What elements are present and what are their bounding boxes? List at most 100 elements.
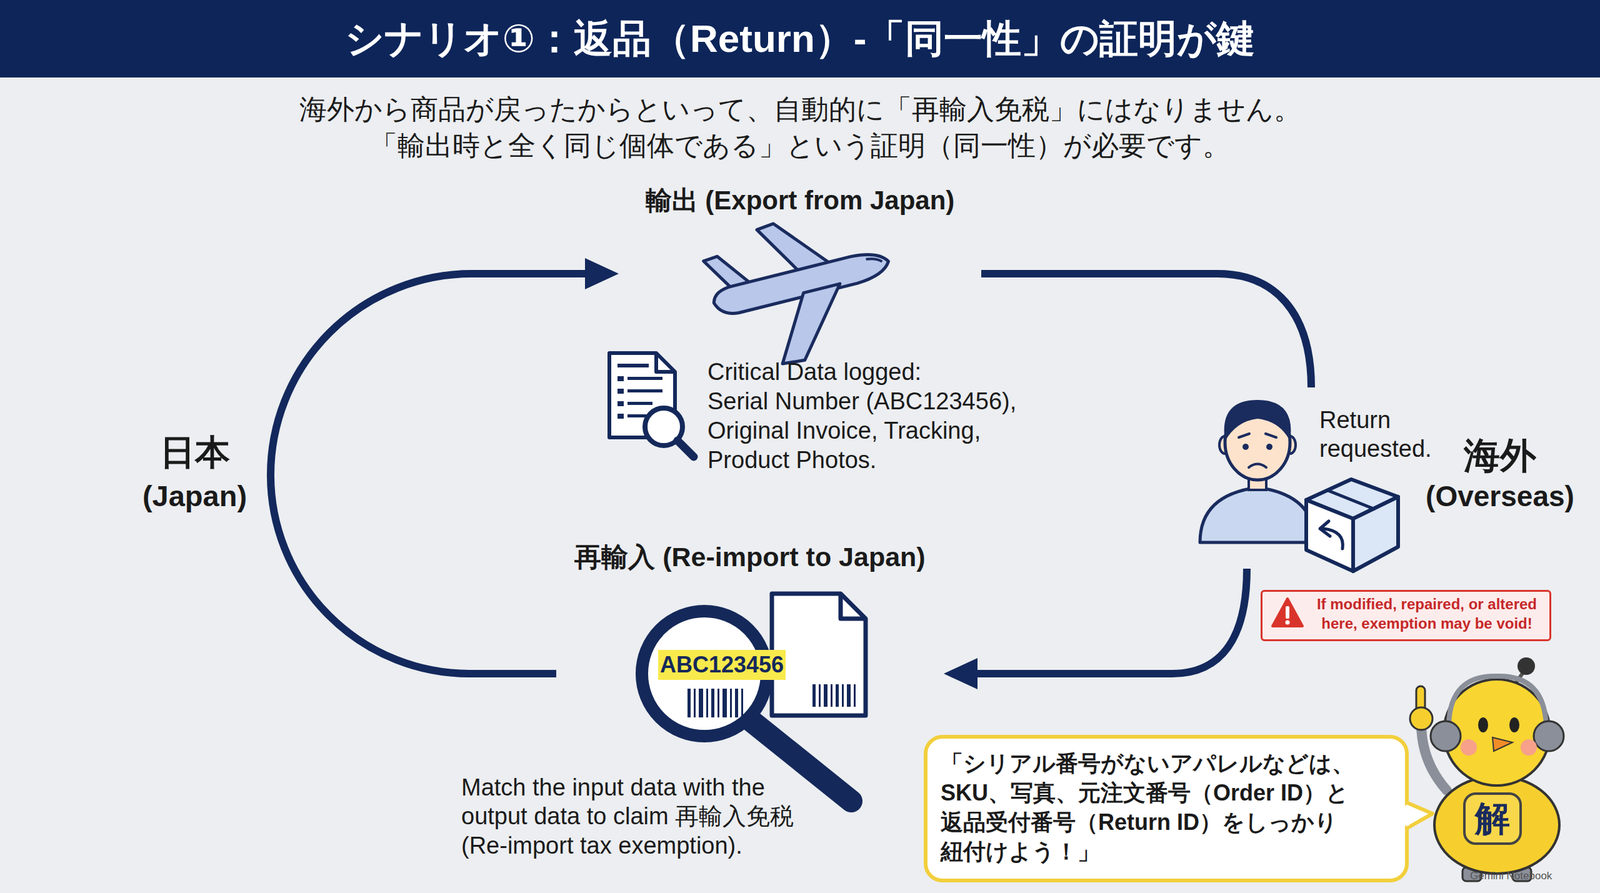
- data-note: Serial Number (ABC123456),: [707, 387, 1017, 417]
- reimport-document: [840, 593, 866, 619]
- mascot-badge: 解: [1464, 797, 1521, 840]
- reimport-document: [771, 593, 866, 716]
- arrow-head: [585, 258, 619, 290]
- magnifier: [735, 688, 739, 718]
- magnifier: [741, 688, 744, 718]
- magnifier: [698, 688, 704, 718]
- bubble-tail: [1406, 802, 1433, 829]
- robot-mascot: [1410, 657, 1564, 882]
- return-box-icon: [1306, 479, 1399, 572]
- return-box-icon: [1353, 496, 1399, 572]
- connector-line: [981, 273, 1312, 388]
- customer-figure: [1238, 433, 1250, 438]
- customer-figure: [1200, 487, 1315, 543]
- match-note: output data to claim 再輸入免税: [461, 802, 794, 832]
- warning-box: If modified, repaired, or alteredhere, e…: [1260, 590, 1552, 642]
- robot-mascot: [1520, 739, 1537, 756]
- document-search-icon: [617, 413, 624, 419]
- document-search-icon: [617, 376, 624, 382]
- document-search-icon: [617, 401, 624, 407]
- node-text: 海外: [1431, 433, 1569, 478]
- location-node: 日本 (Japan): [118, 431, 271, 519]
- arrow-head: [943, 658, 978, 690]
- magnifier: [722, 688, 727, 718]
- document-search-icon: [627, 389, 663, 393]
- reimport-document: [846, 684, 851, 707]
- node-text: here, exemption may be void!: [1308, 615, 1546, 634]
- data-note: Product Photos.: [707, 446, 877, 475]
- warning-icon: [1285, 606, 1290, 619]
- connector: [943, 568, 1247, 690]
- magnifier: [730, 688, 732, 718]
- connector: [270, 475, 557, 674]
- node-text: Return requested.: [1319, 406, 1445, 464]
- document-search-icon: [677, 440, 694, 457]
- robot-mascot: [1517, 657, 1535, 675]
- watermark: Gemini Notebook: [1470, 870, 1552, 883]
- connector-line: [963, 568, 1247, 674]
- subtitle-text: 「輸出時と全く同じ個体である」という証明（同一性）が必要です。: [0, 129, 1600, 163]
- subtitle-text: 海外から商品が戻ったからといって、自動的に「再輸入免税」にはなりません。: [0, 93, 1600, 127]
- reimport-document: [830, 684, 833, 707]
- customer-figure: [1242, 443, 1249, 450]
- airplane-icon: [766, 283, 856, 366]
- node-text: 「シリアル番号がないアパレルなどは、: [940, 750, 1355, 777]
- data-note: Critical Data logged:: [707, 358, 922, 387]
- robot-mascot: [1492, 737, 1513, 752]
- node-text: 日本: [118, 431, 271, 474]
- reimport-document: [771, 593, 866, 716]
- airplane-icon: [866, 255, 883, 266]
- node-text: (Overseas): [1412, 479, 1588, 514]
- document-search-icon: [609, 353, 694, 457]
- customer-figure: [1224, 400, 1292, 442]
- robot-mascot: [1434, 776, 1560, 874]
- magnifier: [706, 688, 709, 718]
- warning-icon: [1272, 598, 1303, 627]
- customer-figure: [1200, 400, 1315, 543]
- reimport-document: [823, 684, 828, 707]
- robot-mascot: [1509, 717, 1520, 733]
- serial-highlight: ABC123456: [658, 650, 786, 680]
- customer-figure: [1265, 433, 1277, 438]
- reimport-document: [818, 684, 821, 707]
- robot-mascot: [1464, 793, 1521, 844]
- document-search-icon: [627, 376, 663, 380]
- document-search-icon: [617, 363, 649, 368]
- title-text: シナリオ①：返品（Return）-「同一性」の証明が鍵: [0, 0, 1600, 78]
- magnifier: [687, 688, 691, 718]
- bubble-tail: [1406, 802, 1433, 829]
- reimport-document: [835, 684, 839, 707]
- reimport-document: [812, 684, 816, 707]
- return-box-icon: [1320, 521, 1330, 537]
- reimport-document: [853, 684, 856, 707]
- location-node: Return requested.海外(Overseas): [1181, 387, 1588, 569]
- robot-mascot: [1448, 676, 1547, 725]
- document-search-icon: [617, 388, 624, 394]
- node-text: 返品受付番号（Return ID）をしっかり: [940, 808, 1338, 836]
- magnifier: [641, 611, 852, 802]
- robot-mascot: [1460, 739, 1477, 756]
- speech-bubble: 「シリアル番号がないアパレルなどは、SKU、写真、元注文番号（Order ID）…: [923, 735, 1409, 883]
- match-note: (Re-import tax exemption).: [461, 831, 743, 861]
- airplane-icon: [698, 198, 907, 379]
- node-text: 紐付けよう！」: [940, 838, 1100, 865]
- document-search-icon: [627, 401, 653, 405]
- magnifier: [711, 688, 715, 718]
- connector: [981, 273, 1312, 388]
- customer-figure: [1248, 464, 1267, 469]
- robot-mascot: [1478, 717, 1489, 733]
- document-search-icon: [656, 353, 675, 372]
- bubble-tail: [1404, 805, 1410, 826]
- match-note: Match the input data with the: [461, 773, 765, 803]
- warning-icon: [1272, 598, 1303, 627]
- return-box-icon: [1328, 490, 1375, 510]
- warning-icon: [1285, 620, 1290, 625]
- magnifier: [750, 720, 852, 802]
- node-text: If modified, repaired, or altered: [1308, 595, 1546, 614]
- node-text: (Japan): [118, 478, 271, 514]
- customer-figure: [1266, 443, 1273, 450]
- node-text: SKU、写真、元注文番号（Order ID）と: [940, 779, 1349, 807]
- return-box-icon: [1306, 500, 1354, 572]
- magnifier: [717, 688, 720, 718]
